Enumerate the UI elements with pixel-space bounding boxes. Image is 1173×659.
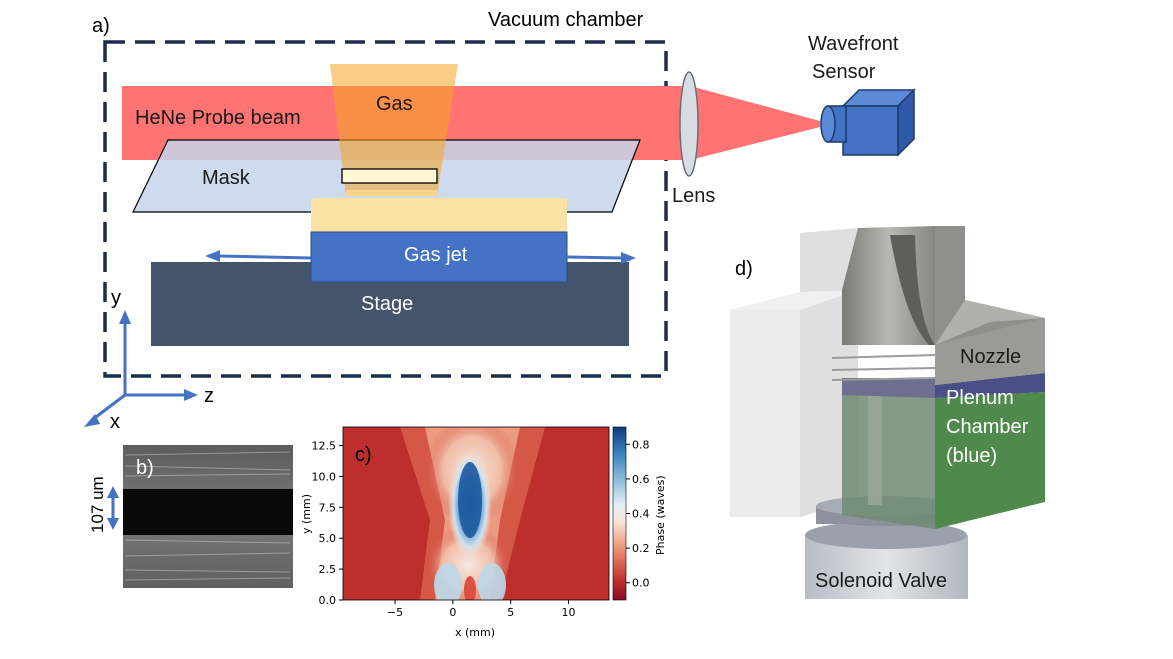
panel-c-label: c) [355,444,372,466]
panel-a: a) Vacuum chamber HeNe Probe beam Mask G… [84,9,916,433]
panel-c: c) −5 0 5 10 0.0 2.5 5.0 7.5 10.0 12.5 x (mm) y … [300,426,667,639]
colorbar-ticks: 0.0 0.2 0.4 0.6 0.8 [626,438,650,590]
colorbar-tick-label: 0.6 [632,473,650,486]
nozzle-label: Nozzle [960,346,1021,368]
y-tick-label: 2.5 [319,563,337,576]
y-tick-label: 12.5 [312,440,337,453]
sensor-label-line2: Sensor [812,61,876,83]
mask-slit-image [123,489,293,535]
y-axis-ticks: 0.0 2.5 5.0 7.5 10.0 12.5 [312,440,343,607]
y-axis-label: y (mm) [300,494,313,534]
chamber-label-line2: (blue) [946,445,997,467]
x-tick-label: 10 [562,606,576,619]
gas-cone [330,64,458,196]
vacuum-chamber-border [103,40,668,378]
probe-beam-label: HeNe Probe beam [135,107,301,129]
translation-arrows [205,250,636,264]
x-tick-label: −5 [387,606,403,619]
panel-b-label: b) [136,457,154,479]
x-axis-label: x (mm) [455,626,495,639]
plenum-block [935,373,1045,398]
gas-flow [311,198,567,232]
y-tick-label: 7.5 [319,501,337,514]
sensor-label-line1: Wavefront [808,33,899,55]
chamber-label-line1: Chamber [946,416,1029,438]
plenum-label: Plenum [946,387,1014,409]
panel-b: b) 107 um [88,445,293,588]
probe-beam-focus [690,86,820,160]
vacuum-chamber-label: Vacuum chamber [488,9,644,31]
colorbar-tick-label: 0.0 [632,577,650,590]
coordinate-axes [84,310,198,427]
x-axis-ticks: −5 0 5 10 [387,600,576,619]
panel-a-label: a) [92,15,110,37]
y-tick-label: 10.0 [312,470,337,483]
colorbar-tick-label: 0.2 [632,542,650,555]
x-tick-label: 0 [449,606,456,619]
y-tick-label: 0.0 [319,594,337,607]
stage-label: Stage [361,293,413,315]
scale-label: 107 um [88,476,107,533]
wavefront-sensor-icon [820,88,916,157]
mask-slit [341,168,438,184]
gas-label: Gas [376,93,413,115]
gas-jet-label-front: Gas jet [404,244,468,266]
plenum-side [842,378,935,398]
solenoid-valve-label: Solenoid Valve [815,570,947,592]
colorbar-tick-label: 0.4 [632,508,650,521]
heatmap-frame [342,426,610,601]
panel-d: d) Solenoid Valve Noz [730,226,1045,599]
x-tick-label: 5 [507,606,514,619]
chamber-block [935,392,1045,529]
panel-d-label: d) [735,258,753,280]
y-tick-label: 5.0 [319,532,337,545]
chamber-side [842,395,935,529]
scale-arrow [107,486,119,530]
colorbar [612,426,627,601]
colorbar-tick-label: 0.8 [632,438,650,451]
colorbar-label: Phase (waves) [654,475,667,555]
lens [679,71,699,177]
axis-x-label: x [110,411,120,433]
phase-heatmap [343,427,609,600]
lens-label: Lens [672,185,715,207]
housing [730,292,800,517]
axis-z-label: z [204,385,214,407]
axis-y-label: y [111,287,121,309]
mask-label: Mask [202,167,251,189]
